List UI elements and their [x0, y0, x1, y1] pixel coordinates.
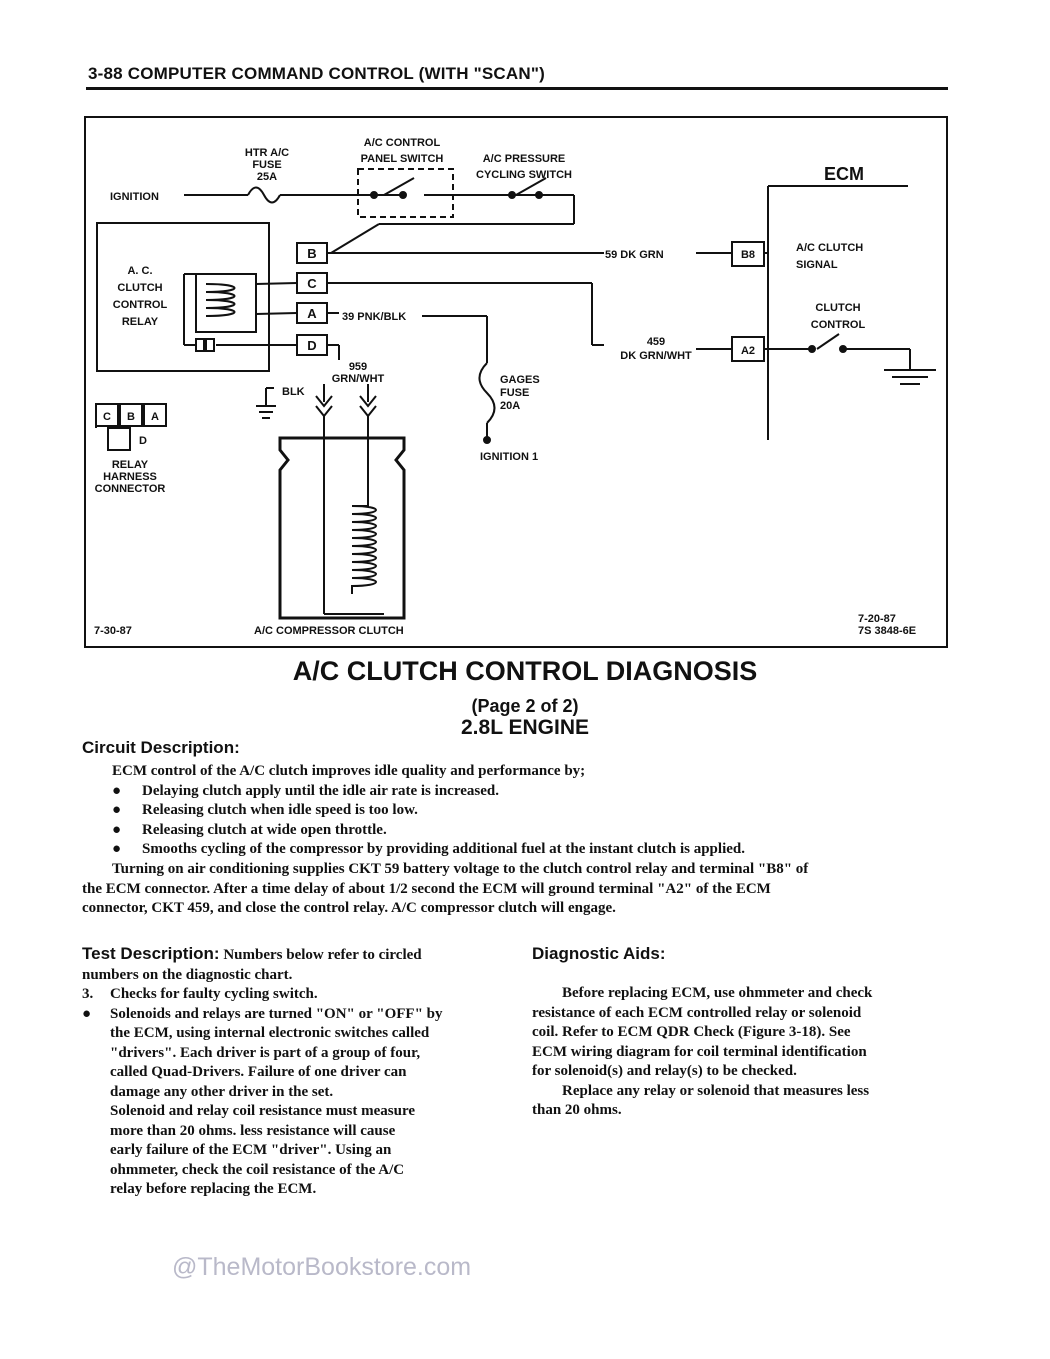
- label-harness: RELAY: [112, 459, 149, 471]
- label-gages-fuse-3: 20A: [500, 400, 520, 412]
- label-panel-switch: A/C CONTROL: [364, 137, 441, 149]
- bullet-icon: ●: [112, 782, 122, 799]
- label-clutch-control-2: CONTROL: [811, 319, 866, 331]
- text-line: for solenoid(s) and relay(s) to be check…: [532, 1063, 797, 1079]
- watermark: @TheMotorBookstore.com: [172, 1253, 472, 1281]
- label-panel-switch-2: PANEL SWITCH: [361, 153, 444, 165]
- label-wire-39: 39 PNK/BLK: [342, 311, 406, 323]
- label-figure-code: 7S 3848-6E: [858, 625, 916, 637]
- label-ignition-1: IGNITION 1: [480, 451, 538, 463]
- text-line: the ECM, using internal electronic switc…: [110, 1025, 430, 1041]
- label-ignition: IGNITION: [110, 191, 159, 203]
- list-item: ● Smooths cycling of the compressor by pr…: [112, 840, 952, 860]
- label-wire-459-2: DK GRN/WHT: [620, 350, 692, 362]
- text-line: resistance of each ECM controlled relay …: [532, 1004, 862, 1021]
- list-item: ● Delaying clutch apply until the idle ai…: [112, 782, 952, 802]
- bullet-icon: ●: [112, 821, 122, 838]
- list-item: ● Solenoids and relays are turned "ON" o…: [82, 1005, 502, 1200]
- text-line: coil. Refer to ECM QDR Check (Figure 3-1…: [532, 1024, 851, 1040]
- text-line: ohmmeter, check the coil resistance of t…: [110, 1161, 405, 1178]
- label-wire-459: 459: [647, 336, 665, 348]
- label-clutch-signal: A/C CLUTCH: [796, 242, 863, 254]
- list-item: ● Releasing clutch at wide open throttle.: [112, 821, 952, 841]
- text-line: damage any other driver in the set.: [110, 1083, 334, 1100]
- paragraph-line: the ECM connector. After a time delay of…: [82, 880, 771, 897]
- text-line: Replace any relay or solenoid that measu…: [562, 1082, 870, 1099]
- item-number: 3.: [82, 986, 94, 1002]
- text-line: Before replacing ECM, use ohmmeter and c…: [562, 985, 873, 1001]
- text-line: more than 20 ohms. less resistance will …: [110, 1122, 396, 1139]
- label-relay-2: CLUTCH: [117, 282, 162, 294]
- label-blk: BLK: [282, 386, 305, 398]
- bullet-text: Releasing clutch when idle speed is too …: [142, 802, 418, 818]
- paragraph-line: connector, CKT 459, and close the contro…: [82, 900, 616, 916]
- label-ecm: ECM: [824, 164, 864, 184]
- list-item: 3. Checks for faulty cycling switch.: [82, 985, 502, 1005]
- label-harness-3: CONNECTOR: [95, 483, 166, 495]
- test-heading-rest: Numbers below refer to circled: [223, 947, 422, 963]
- pin-d: D: [307, 338, 316, 353]
- label-htr-fuse: HTR A/C: [245, 147, 289, 159]
- subtitle-engine: 2.8L ENGINE: [461, 716, 589, 739]
- label-wire-59: 59 DK GRN: [605, 249, 664, 261]
- label-relay-3: CONTROL: [113, 299, 168, 311]
- label-gages-fuse-2: FUSE: [500, 387, 529, 399]
- text-line: than 20 ohms.: [532, 1102, 622, 1118]
- circuit-paragraph: Turning on air conditioning supplies CKT…: [82, 860, 952, 919]
- wiring-diagram: IGNITION HTR A/C FUSE 25A A/C CONTROL PA…: [84, 116, 948, 648]
- conn-a: A: [151, 411, 159, 423]
- circuit-heading: Circuit Description:: [82, 738, 240, 757]
- page-header: 3-88 COMPUTER COMMAND CONTROL (WITH "SCA…: [88, 64, 545, 83]
- test-section: Test Description: Numbers below refer to…: [82, 944, 502, 1200]
- pin-b: B: [307, 246, 316, 261]
- label-harness-2: HARNESS: [103, 471, 157, 483]
- test-line2: numbers on the diagnostic chart.: [82, 966, 293, 983]
- bullet-icon: ●: [112, 802, 122, 818]
- label-compressor: A/C COMPRESSOR CLUTCH: [254, 625, 404, 637]
- label-pressure-switch: A/C PRESSURE: [483, 153, 566, 165]
- subtitle-page: (Page 2 of 2): [471, 696, 579, 716]
- bullet-text: Delaying clutch apply until the idle air…: [142, 782, 499, 799]
- label-pressure-switch-2: CYCLING SWITCH: [476, 169, 572, 181]
- circuit-section: ECM control of the A/C clutch improves i…: [112, 762, 952, 860]
- bullet-icon: ●: [112, 841, 122, 857]
- label-clutch-control: CLUTCH: [815, 302, 860, 314]
- text-line: early failure of the ECM "driver". Using…: [110, 1142, 392, 1158]
- conn-d: D: [139, 435, 147, 447]
- bullet-icon: ●: [82, 1005, 92, 1022]
- text-line: called Quad-Drivers. Failure of one driv…: [110, 1064, 407, 1080]
- pin-c: C: [307, 276, 317, 291]
- label-htr-fuse-3: 25A: [257, 171, 277, 183]
- item-text: Checks for faulty cycling switch.: [110, 986, 318, 1002]
- text-line: ECM wiring diagram for coil terminal ide…: [532, 1043, 867, 1060]
- text-line: relay before replacing the ECM.: [110, 1181, 317, 1197]
- label-date-right: 7-20-87: [858, 613, 896, 625]
- aids-heading: Diagnostic Aids:: [532, 944, 666, 963]
- paragraph-line: Turning on air conditioning supplies CKT…: [112, 861, 809, 877]
- test-heading: Test Description:: [82, 944, 220, 963]
- label-term-a2: A2: [741, 345, 755, 357]
- pin-a: A: [307, 306, 317, 321]
- text-line: Solenoids and relays are turned "ON" or …: [110, 1005, 443, 1022]
- page-title: A/C CLUTCH CONTROL DIAGNOSIS: [292, 656, 758, 686]
- conn-c: C: [103, 411, 111, 423]
- aids-section: Diagnostic Aids: Before replacing ECM, u…: [532, 944, 956, 1121]
- label-wire-959-2: GRN/WHT: [332, 373, 385, 385]
- label-term-b8: B8: [741, 249, 755, 261]
- list-item: ● Releasing clutch when idle speed is too…: [112, 801, 952, 821]
- label-gages-fuse: GAGES: [500, 374, 540, 386]
- label-relay-4: RELAY: [122, 316, 159, 328]
- conn-b: B: [127, 411, 135, 423]
- circuit-intro: ECM control of the A/C clutch improves i…: [112, 763, 586, 779]
- bullet-text: Releasing clutch at wide open throttle.: [142, 821, 387, 838]
- label-clutch-signal-2: SIGNAL: [796, 259, 838, 271]
- header-rule: [86, 87, 948, 90]
- label-date-left: 7-30-87: [94, 625, 132, 637]
- text-line: Solenoid and relay coil resistance must …: [110, 1103, 415, 1119]
- label-wire-959: 959: [349, 361, 367, 373]
- label-relay: A. C.: [127, 265, 152, 277]
- text-line: "drivers". Each driver is part of a grou…: [110, 1044, 421, 1061]
- label-htr-fuse-2: FUSE: [252, 159, 281, 171]
- bullet-text: Smooths cycling of the compressor by pro…: [142, 841, 745, 857]
